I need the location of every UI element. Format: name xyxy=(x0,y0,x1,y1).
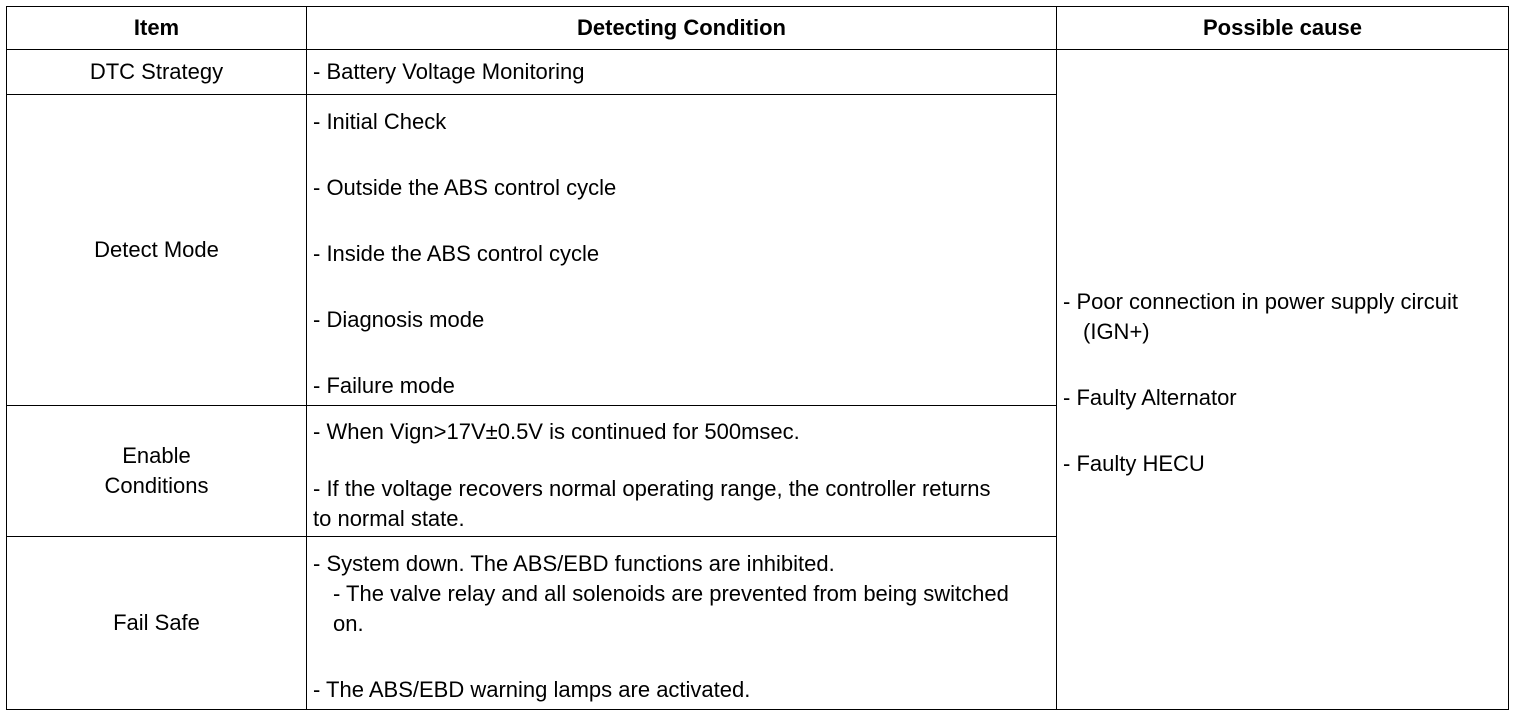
cause-poor-connection: - Poor connection in power supply circui… xyxy=(1063,288,1458,344)
dtc-table: Item Detecting Condition Possible cause … xyxy=(6,6,1509,710)
condition-fail-safe: - System down. The ABS/EBD functions are… xyxy=(306,536,1057,710)
condition-line: - Battery Voltage Monitoring xyxy=(313,59,585,84)
condition-line: - Initial Check xyxy=(313,108,447,134)
header-possible-cause: Possible cause xyxy=(1056,6,1509,50)
condition-dtc-strategy: - Battery Voltage Monitoring xyxy=(306,49,1057,95)
condition-line: - Diagnosis mode xyxy=(313,306,485,332)
condition-sub-line: - The valve relay and all solenoids are … xyxy=(333,581,1009,636)
condition-line: - Outside the ABS control cycle xyxy=(313,174,617,200)
cause-faulty-alternator: - Faulty Alternator xyxy=(1063,384,1237,410)
header-row: Item Detecting Condition Possible cause xyxy=(6,6,1509,50)
header-detecting-condition: Detecting Condition xyxy=(306,6,1057,50)
row-fail-safe: Fail Safe - System down. The ABS/EBD fun… xyxy=(6,536,1509,710)
condition-line: - If the voltage recovers normal operati… xyxy=(313,476,991,531)
condition-enable-conditions: - When Vign>17V±0.5V is continued for 50… xyxy=(306,405,1057,537)
item-detect-mode: Detect Mode xyxy=(6,94,307,406)
condition-line: - Inside the ABS control cycle xyxy=(313,240,600,266)
condition-line: - When Vign>17V±0.5V is continued for 50… xyxy=(313,419,800,444)
condition-detect-mode: - Initial Check - Outside the ABS contro… xyxy=(306,94,1057,406)
item-fail-safe: Fail Safe xyxy=(6,536,307,710)
header-item: Item xyxy=(6,6,307,50)
condition-line: - The ABS/EBD warning lamps are activate… xyxy=(313,677,751,702)
item-line: Enable xyxy=(122,443,191,468)
item-line: Conditions xyxy=(104,473,209,498)
condition-line: - Failure mode xyxy=(313,372,455,398)
row-dtc-strategy: DTC Strategy - Battery Voltage Monitorin… xyxy=(6,49,1509,710)
cause-faulty-hecu: - Faulty HECU xyxy=(1063,450,1205,476)
possible-cause-cell: - Poor connection in power supply circui… xyxy=(1056,49,1509,710)
row-detect-mode: Detect Mode - Initial Check - Outside th… xyxy=(6,94,1509,406)
condition-line: - System down. The ABS/EBD functions are… xyxy=(313,551,835,576)
item-enable-conditions: Enable Conditions xyxy=(6,405,307,537)
item-dtc-strategy: DTC Strategy xyxy=(6,49,307,95)
